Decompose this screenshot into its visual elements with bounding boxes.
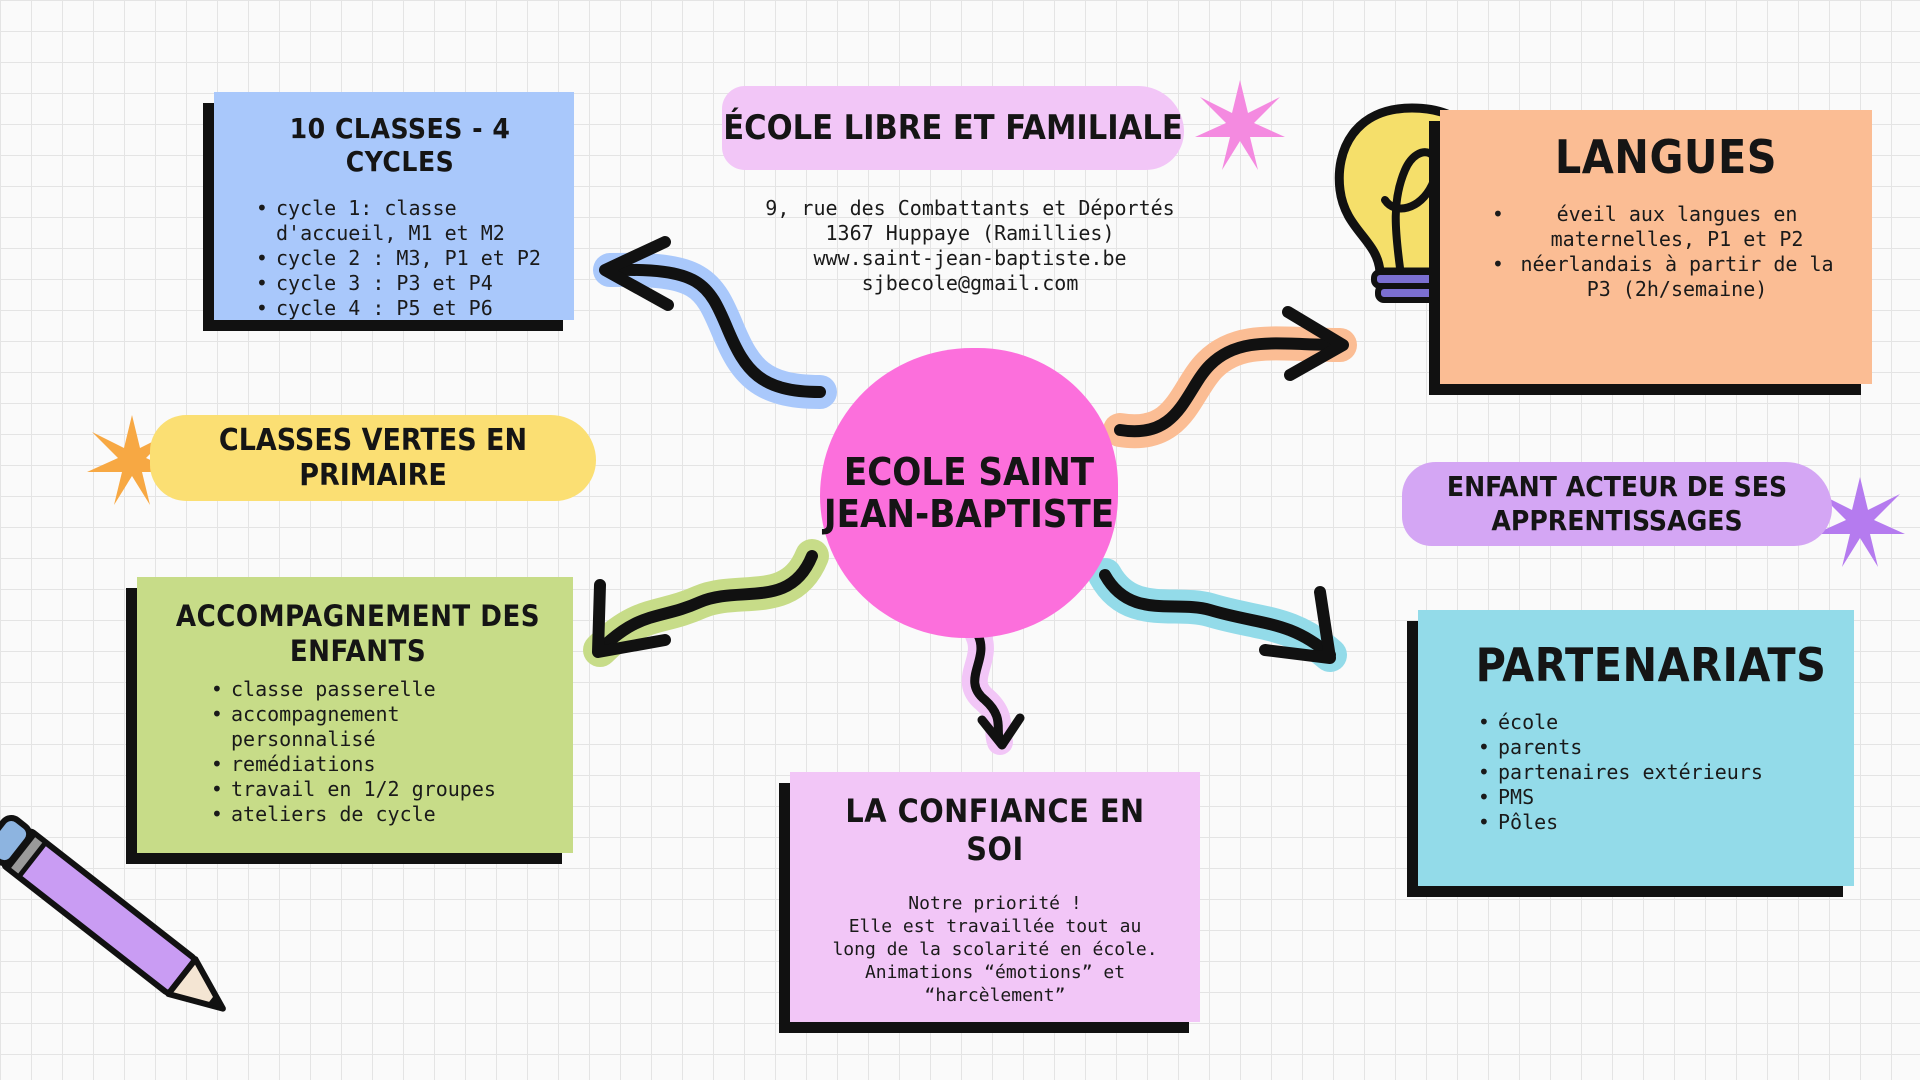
list-item: néerlandais à partir de la P3 (2h/semain… (1492, 252, 1842, 302)
list-item: PMS (1478, 785, 1830, 810)
list-item: parents (1478, 735, 1830, 760)
confiance-line1: Notre priorité ! (908, 893, 1082, 914)
list-item: remédiations (211, 752, 549, 777)
accompagnement-title: ACCOMPAGNEMENT DES ENFANTS (175, 599, 541, 668)
list-item: éveil aux langues en maternelles, P1 et … (1492, 202, 1842, 252)
list-item: ateliers de cycle (211, 802, 549, 827)
langues-box: LANGUES éveil aux langues en maternelles… (1440, 110, 1872, 384)
list-item: accompagnement personnalisé (211, 702, 549, 752)
email-link[interactable]: sjbecole@gmail.com (861, 271, 1079, 295)
enfant-acteur-banner: ENFANT ACTEUR DE SES APPRENTISSAGES (1402, 462, 1832, 546)
website-link[interactable]: www.saint-jean-baptiste.be (813, 246, 1127, 270)
list-item: cycle 4 : P5 et P6 (256, 296, 550, 321)
partenariats-list: école parents partenaires extérieurs PMS… (1472, 710, 1830, 835)
langues-title: LANGUES (1554, 130, 1778, 184)
confiance-box: LA CONFIANCE EN SOI Notre priorité ! Ell… (790, 772, 1200, 1022)
list-item: école (1478, 710, 1830, 735)
classes-vertes-label: CLASSES VERTES EN PRIMAIRE (218, 423, 528, 493)
school-type-label: ÉCOLE LIBRE ET FAMILIALE (723, 108, 1183, 148)
arrow-icon (1103, 306, 1357, 449)
classes-title: 10 CLASSES - 4 CYCLES (289, 112, 511, 178)
school-type-banner: ÉCOLE LIBRE ET FAMILIALE (722, 86, 1184, 170)
address-line1: 9, rue des Combattants et Déportés (765, 196, 1175, 220)
accompagnement-list: classe passerelle accompagnement personn… (205, 677, 549, 827)
arrow-icon (583, 539, 829, 667)
arrow-icon (1088, 558, 1347, 672)
center-node: ECOLE SAINT JEAN-BAPTISTE (820, 348, 1118, 638)
confiance-text: Notre priorité ! Elle est travaillée tou… (812, 892, 1178, 1007)
classes-list: cycle 1: classe d'accueil, M1 et M2 cycl… (250, 196, 550, 321)
confiance-line3: Animations “émotions” et “harcèlement” (864, 962, 1126, 1006)
confiance-title: LA CONFIANCE EN SOI (845, 792, 1145, 868)
enfant-acteur-line2: APPRENTISSAGES (1491, 504, 1743, 537)
list-item: partenaires extérieurs (1478, 760, 1830, 785)
center-title-line2: JEAN-BAPTISTE (823, 492, 1115, 536)
confiance-line2: Elle est travaillée tout au long de la s… (832, 916, 1158, 960)
list-item: travail en 1/2 groupes (211, 777, 549, 802)
list-item: cycle 2 : M3, P1 et P2 (256, 246, 550, 271)
arrow-icon (961, 622, 1025, 755)
list-item: classe passerelle (211, 677, 549, 702)
contact-info: 9, rue des Combattants et Déportés 1367 … (760, 196, 1180, 296)
langues-list: éveil aux langues en maternelles, P1 et … (1490, 202, 1842, 302)
list-item: cycle 3 : P3 et P4 (256, 271, 550, 296)
partenariats-box: PARTENARIATS école parents partenaires e… (1418, 610, 1854, 886)
accompagnement-box: ACCOMPAGNEMENT DES ENFANTS classe passer… (137, 577, 573, 853)
classes-box: 10 CLASSES - 4 CYCLES cycle 1: classe d'… (214, 92, 574, 321)
center-title-line1: ECOLE SAINT (843, 450, 1095, 494)
address-line2: 1367 Huppaye (Ramillies) (825, 221, 1115, 245)
list-item: cycle 1: classe d'accueil, M1 et M2 (256, 196, 550, 246)
list-item: Pôles (1478, 810, 1830, 835)
partenariats-title: PARTENARIATS (1475, 638, 1827, 692)
enfant-acteur-line1: ENFANT ACTEUR DE SES (1446, 470, 1788, 503)
classes-vertes-banner: CLASSES VERTES EN PRIMAIRE (150, 415, 596, 501)
star-icon (1195, 80, 1285, 170)
